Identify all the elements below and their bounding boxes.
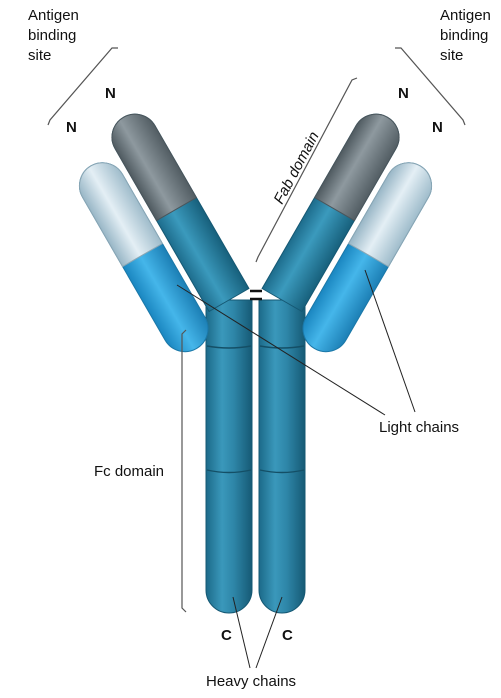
fc-bracket	[182, 330, 186, 612]
antigen-binding-site-right-line1: Antigen	[440, 7, 491, 24]
n-terminus-heavy-left: N	[105, 85, 116, 102]
n-terminus-heavy-right: N	[398, 85, 409, 102]
antigen-binding-site-left-line1: Antigen	[28, 7, 79, 24]
heavy-chain-stem-left	[206, 300, 252, 613]
antigen-binding-site-left-line2: binding	[28, 27, 76, 44]
n-terminus-light-right: N	[432, 119, 443, 136]
hinge-disulfide-bonds	[250, 291, 262, 299]
n-terminus-light-left: N	[66, 119, 77, 136]
fc-domain-label: Fc domain	[94, 463, 164, 480]
antigen-binding-site-right-line2: binding	[440, 27, 488, 44]
heavy-chain-stem-right	[259, 300, 305, 613]
c-terminus-right: C	[282, 627, 293, 644]
fab-domain-label: Fab domain	[271, 129, 323, 207]
c-terminus-left: C	[221, 627, 232, 644]
antigen-binding-site-right-line3: site	[440, 47, 463, 64]
light-chains-label: Light chains	[379, 419, 459, 436]
antigen-binding-site-left-line3: site	[28, 47, 51, 64]
heavy-chains-label: Heavy chains	[206, 673, 296, 690]
